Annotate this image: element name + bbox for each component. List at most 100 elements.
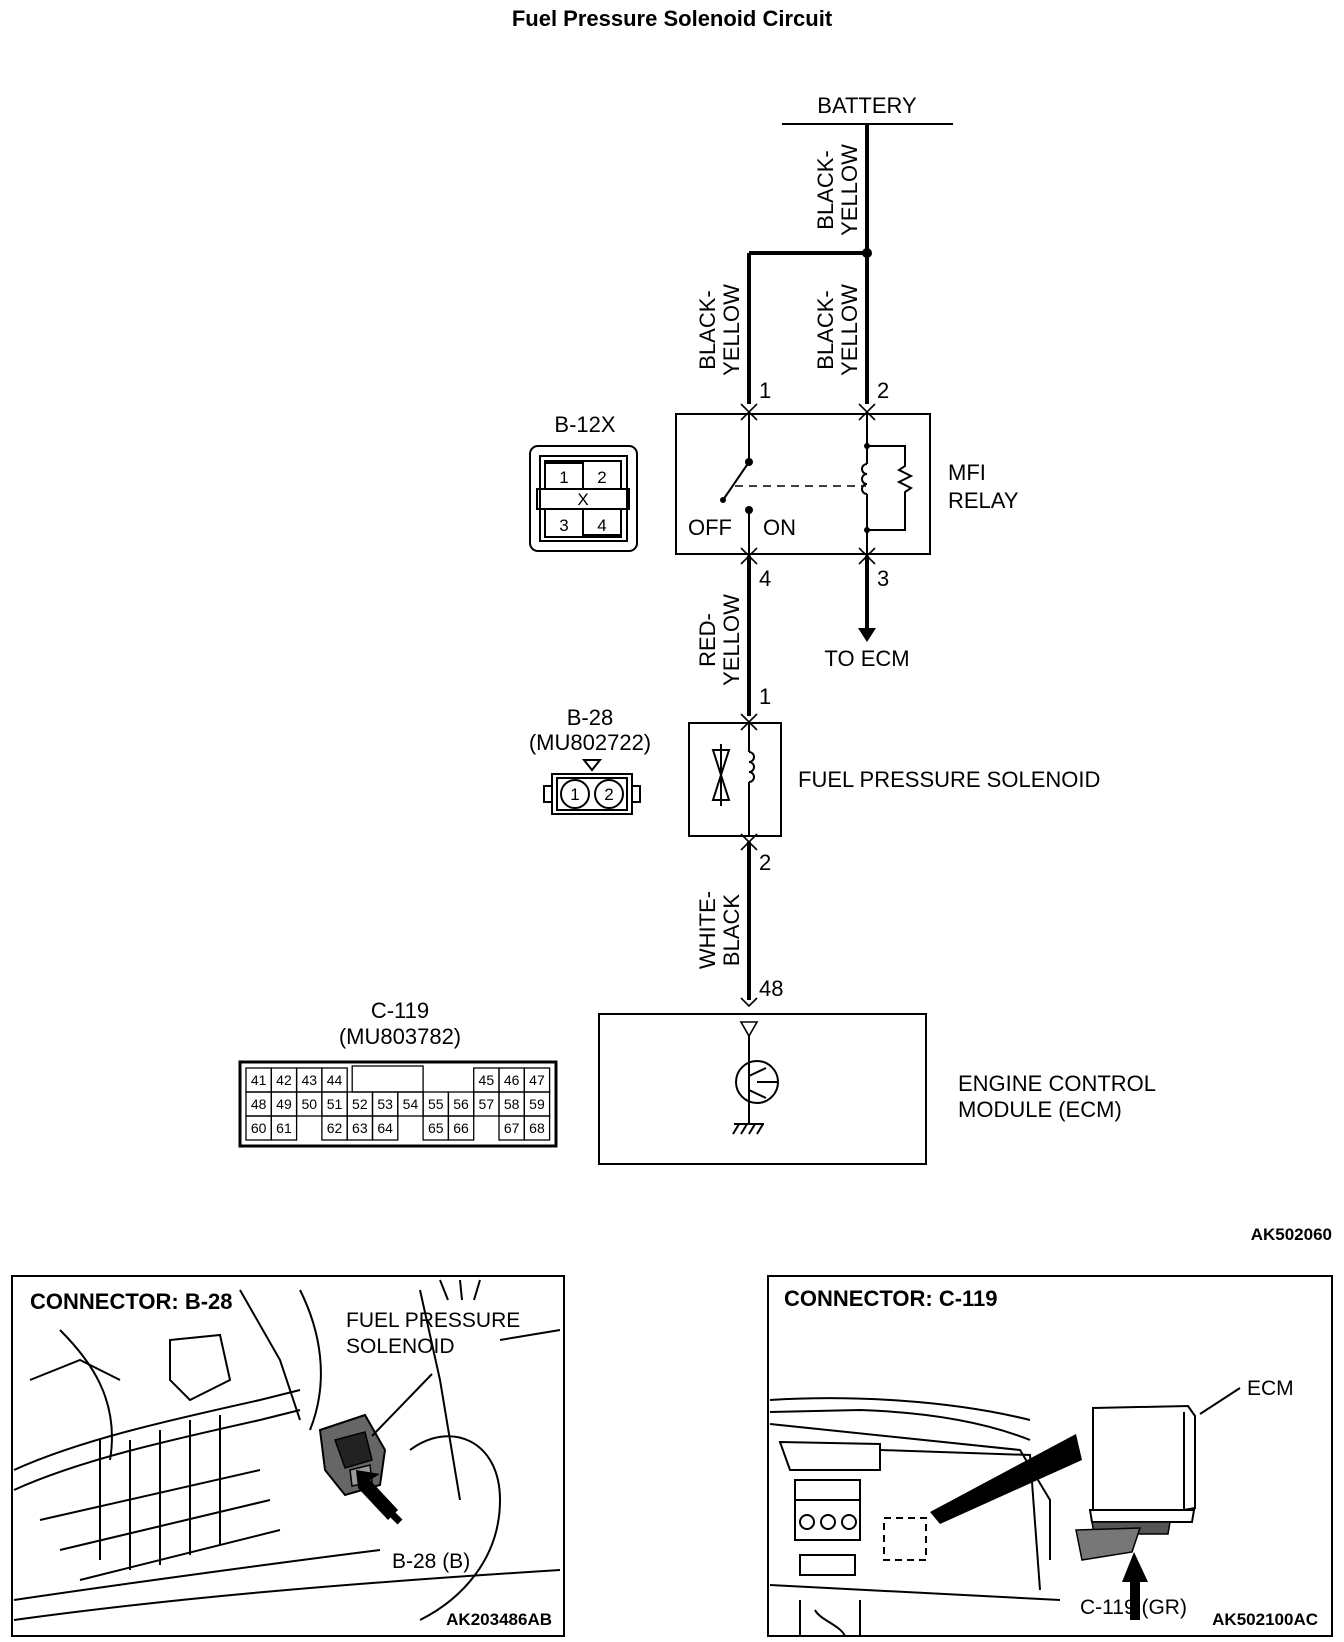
solenoid-pin-1: 1 — [759, 684, 771, 709]
wire-label-battery: BLACK- YELLOW — [813, 144, 862, 236]
b28-pin-1: 1 — [570, 785, 579, 804]
b28-pin-2: 2 — [604, 785, 613, 804]
to-ecm-arrow — [858, 628, 876, 642]
panel-c119: CONNECTOR: C-119 ECM C-119 (GR) AK502100… — [767, 1275, 1333, 1637]
c119-pin-label: 52 — [352, 1096, 368, 1112]
connector-b12x-frame — [539, 455, 628, 542]
c119-pin-cell — [371, 1115, 399, 1141]
terminal-arrow — [858, 403, 876, 421]
ecm-box — [598, 1013, 927, 1165]
callout-leader-ecm — [1199, 1387, 1241, 1415]
solenoid-coil — [748, 751, 755, 783]
svg-text:RED-: RED- — [695, 613, 720, 667]
relay-pin-3: 3 — [877, 566, 889, 591]
c119-pin-label: 47 — [529, 1072, 545, 1088]
ecm-module-illustration — [1075, 1404, 1196, 1561]
b28-pin-socket — [594, 779, 624, 809]
panel-b28-code: AK203486AB — [446, 1610, 552, 1629]
wire-label-red-yellow: RED- YELLOW — [695, 594, 744, 686]
b28-pin-socket — [560, 779, 590, 809]
location-pointer-beam — [930, 1434, 1082, 1524]
c119-pin-label: 43 — [301, 1072, 317, 1088]
c119-pin-label: 59 — [529, 1096, 545, 1112]
ecm-name-2: MODULE (ECM) — [958, 1097, 1122, 1122]
c119-pin-label: 63 — [352, 1120, 368, 1136]
c119-pin-label: 45 — [479, 1072, 495, 1088]
panel-c119-pointer: C-119 (GR) — [1080, 1596, 1187, 1619]
c119-pin-label: 68 — [529, 1120, 545, 1136]
connector-b12x-name: B-12X — [554, 412, 615, 437]
wire-label-relay-2: BLACK- YELLOW — [813, 284, 862, 376]
arrow-shaft — [375, 1497, 403, 1525]
c119-pin-label: 49 — [276, 1096, 292, 1112]
svg-text:YELLOW: YELLOW — [837, 144, 862, 236]
wire-label-relay-1: BLACK- YELLOW — [695, 284, 744, 376]
relay-name-2: RELAY — [948, 488, 1019, 513]
ecm-location-marker — [883, 1517, 927, 1561]
c119-pin-label: 57 — [479, 1096, 495, 1112]
svg-text:BLACK: BLACK — [719, 894, 744, 966]
c119-pin-label: 58 — [504, 1096, 520, 1112]
callout-leader-b28 — [371, 1373, 433, 1437]
connector-b28-part: (MU802722) — [529, 730, 651, 755]
arrow-icon — [1122, 1552, 1148, 1620]
b28-connector-illustration — [318, 1413, 387, 1497]
transistor-emitter-leg — [748, 1089, 767, 1099]
terminal-arrow — [740, 403, 758, 421]
mfi-relay-box — [675, 413, 931, 555]
c119-key-cavity — [351, 1065, 424, 1093]
b12x-pin-4: 4 — [597, 516, 606, 535]
panel-c119-frame — [767, 1275, 1333, 1637]
c119-pin-label: 55 — [428, 1096, 444, 1112]
c119-pin-cell — [447, 1115, 475, 1141]
svg-text:YELLOW: YELLOW — [837, 284, 862, 376]
junction-dot — [862, 248, 872, 258]
transistor-collector-leg — [748, 1067, 767, 1077]
svg-text:WHITE-: WHITE- — [695, 891, 720, 969]
c119-pin-label: 42 — [276, 1072, 292, 1088]
c119-pin-label: 50 — [301, 1096, 317, 1112]
svg-text:YELLOW: YELLOW — [719, 284, 744, 376]
svg-text:BLACK-: BLACK- — [813, 290, 838, 369]
relay-pin-2: 2 — [877, 378, 889, 403]
connector-c119-name: C-119 — [371, 998, 429, 1023]
c119-pin-label: 44 — [327, 1072, 343, 1088]
svg-text:YELLOW: YELLOW — [719, 594, 744, 686]
panel-c119-heading: CONNECTOR: C-119 — [784, 1286, 998, 1311]
battery-label: BATTERY — [817, 93, 917, 118]
c119-pin-label: 67 — [504, 1120, 520, 1136]
panel-b28: CONNECTOR: B-28 FUEL PRESSURE SOLENOID B… — [11, 1275, 565, 1637]
svg-text:BLACK-: BLACK- — [695, 290, 720, 369]
to-ecm-label: TO ECM — [824, 646, 909, 671]
connector-b28-name: B-28 — [567, 705, 613, 730]
connector-b28-body — [551, 773, 633, 815]
ecm-name-1: ENGINE CONTROL — [958, 1071, 1156, 1096]
ground-icon — [732, 1123, 764, 1135]
b12x-pin-1: 1 — [559, 468, 568, 487]
panel-b28-callout-1: FUEL PRESSURE — [346, 1309, 520, 1332]
c119-pin-label: 46 — [504, 1072, 520, 1088]
panel-b28-callout-2: SOLENOID — [346, 1335, 455, 1358]
c119-pin-label: 53 — [377, 1096, 393, 1112]
relay-on-label: ON — [763, 515, 796, 540]
connector-c119-body — [238, 1060, 558, 1148]
ecm-pin-48: 48 — [759, 976, 783, 1001]
c119-pin-label: 54 — [403, 1096, 419, 1112]
relay-resistor — [867, 445, 914, 531]
relay-name-1: MFI — [948, 460, 986, 485]
c119-pin-label: 64 — [377, 1120, 393, 1136]
panel-c119-callout: ECM — [1247, 1377, 1294, 1400]
svg-text:BLACK-: BLACK- — [813, 150, 838, 229]
relay-pin-1: 1 — [759, 378, 771, 403]
diagram-code: AK502060 — [1251, 1225, 1332, 1244]
c119-pin-label: 41 — [251, 1072, 267, 1088]
c119-pin-cell — [523, 1115, 551, 1141]
c119-pin-label: 60 — [251, 1120, 267, 1136]
b28-latch — [543, 785, 553, 803]
page-title: Fuel Pressure Solenoid Circuit — [512, 6, 833, 31]
connector-b12x-outline — [529, 445, 638, 552]
c119-pin-label: 56 — [453, 1096, 469, 1112]
b12x-pin-3: 3 — [559, 516, 568, 535]
b28-latch — [631, 785, 641, 803]
